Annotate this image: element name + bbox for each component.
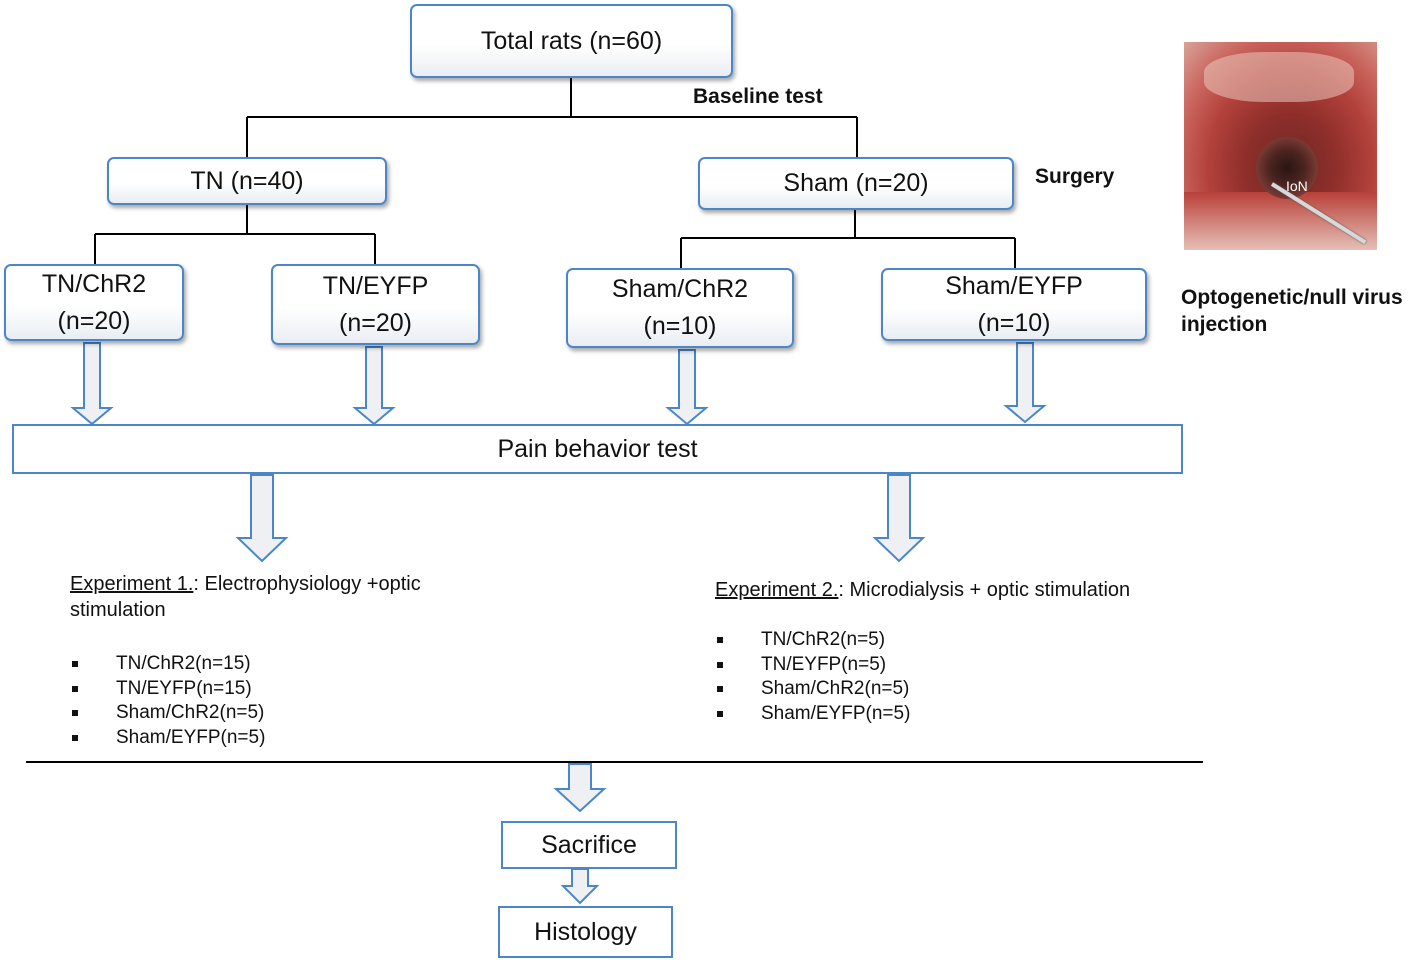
list-item: TN/EYFP(n=5) bbox=[715, 653, 910, 678]
list-item: Sham/ChR2(n=5) bbox=[70, 701, 265, 726]
list-item: Sham/ChR2(n=5) bbox=[715, 677, 910, 702]
sham-chr2-name: Sham/ChR2 bbox=[611, 275, 749, 303]
photo-cavity bbox=[1256, 137, 1318, 199]
tree-root-connector bbox=[246, 78, 858, 157]
tn-eyfp-name: TN/EYFP bbox=[322, 271, 429, 300]
sham-label: Sham (n=20) bbox=[783, 169, 929, 197]
list-item: TN/ChR2(n=5) bbox=[715, 628, 910, 653]
experiment1-desc: : Electrophysiology +optic stimulation bbox=[70, 573, 421, 621]
pain-behavior-test-label: Pain behavior test bbox=[497, 434, 698, 463]
arrow-sham-chr2 bbox=[665, 349, 709, 426]
sham-chr2-count: (n=10) bbox=[643, 312, 717, 340]
histology-box: Histology bbox=[498, 906, 673, 958]
sham-eyfp-count: (n=10) bbox=[977, 308, 1051, 337]
experiment1-title: Experiment 1. bbox=[70, 573, 194, 595]
tn-label: TN (n=40) bbox=[190, 166, 304, 195]
experiment2-list: TN/ChR2(n=5) TN/EYFP(n=5) Sham/ChR2(n=5)… bbox=[715, 628, 910, 726]
experiment1-heading: Experiment 1.: Electrophysiology +optic … bbox=[70, 571, 490, 623]
sham-eyfp-name: Sham/EYFP bbox=[945, 271, 1083, 300]
tn-box: TN (n=40) bbox=[107, 157, 387, 205]
list-item: TN/EYFP(n=15) bbox=[70, 677, 265, 702]
total-rats-label: Total rats (n=60) bbox=[480, 26, 663, 55]
experiment1-list: TN/ChR2(n=15) TN/EYFP(n=15) Sham/ChR2(n=… bbox=[70, 652, 265, 750]
tree-tn-connector bbox=[94, 205, 376, 264]
arrow-to-experiment2 bbox=[872, 474, 926, 563]
tree-sham-connector bbox=[680, 210, 1016, 268]
experiment2-title: Experiment 2. bbox=[715, 579, 839, 601]
pain-behavior-test-box: Pain behavior test bbox=[12, 424, 1183, 474]
list-item: Sham/EYFP(n=5) bbox=[715, 702, 910, 727]
arrow-tn-chr2 bbox=[70, 342, 114, 426]
tn-eyfp-count: (n=20) bbox=[339, 308, 412, 337]
sacrifice-box: Sacrifice bbox=[501, 821, 677, 869]
sacrifice-label: Sacrifice bbox=[541, 830, 637, 859]
injection-label: Optogenetic/null virus injection bbox=[1181, 286, 1403, 336]
tn-chr2-box: TN/ChR2 (n=20) bbox=[4, 264, 184, 341]
experiment2-heading: Experiment 2.: Microdialysis + optic sti… bbox=[715, 577, 1215, 603]
photo-ion-label: IoN bbox=[1286, 178, 1308, 194]
tn-eyfp-box: TN/EYFP (n=20) bbox=[271, 264, 480, 345]
tn-chr2-count: (n=20) bbox=[57, 306, 131, 335]
sham-eyfp-box: Sham/EYFP (n=10) bbox=[881, 268, 1147, 341]
total-rats-box: Total rats (n=60) bbox=[410, 4, 733, 78]
arrow-tn-eyfp bbox=[352, 346, 396, 426]
histology-label: Histology bbox=[534, 917, 637, 946]
photo-tissue-lower bbox=[1184, 192, 1377, 250]
experiment2-desc: : Microdialysis + optic stimulation bbox=[838, 579, 1131, 601]
surgery-label: Surgery bbox=[1035, 165, 1115, 188]
arrow-sham-eyfp bbox=[1003, 342, 1047, 424]
surgery-photo: IoN bbox=[1184, 42, 1377, 250]
list-item: TN/ChR2(n=15) bbox=[70, 652, 265, 677]
list-item: Sham/EYFP(n=5) bbox=[70, 726, 265, 751]
arrow-to-experiment1 bbox=[235, 474, 289, 563]
baseline-test-label: Baseline test bbox=[693, 85, 823, 108]
arrow-to-histology bbox=[560, 868, 600, 905]
arrow-to-sacrifice bbox=[553, 763, 607, 813]
photo-tissue bbox=[1204, 52, 1354, 102]
sham-chr2-box: Sham/ChR2 (n=10) bbox=[566, 268, 794, 348]
sham-box: Sham (n=20) bbox=[698, 157, 1014, 210]
tn-chr2-name: TN/ChR2 bbox=[41, 269, 147, 298]
